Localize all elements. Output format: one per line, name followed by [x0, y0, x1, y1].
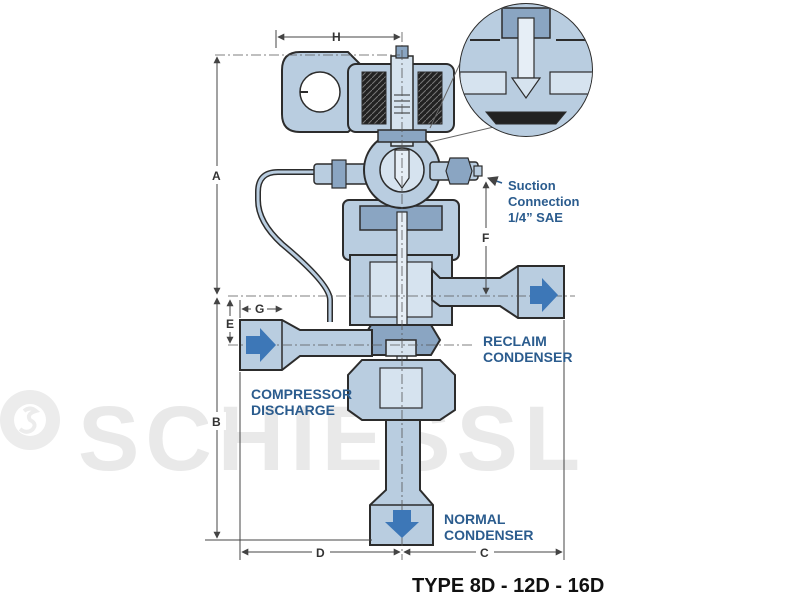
- dim-g-label: G: [255, 302, 264, 316]
- dim-d-label: D: [316, 546, 325, 560]
- reclaim-outlet-pipe: [431, 265, 565, 319]
- watermark-text: SCHIESSL: [78, 388, 586, 490]
- svg-text:RECLAIM: RECLAIM: [483, 333, 547, 349]
- svg-text:1/4” SAE: 1/4” SAE: [508, 210, 563, 225]
- dim-b-label: B: [212, 415, 221, 429]
- svg-text:CONDENSER: CONDENSER: [444, 527, 533, 543]
- normal-condenser-pipe: [369, 419, 434, 546]
- dim-e-label: E: [226, 317, 234, 331]
- flow-arrow-compressor-icon: [246, 328, 276, 362]
- suction-connection-label: Suction Connection 1/4” SAE: [508, 178, 580, 225]
- dim-f-label: F: [482, 231, 489, 245]
- svg-text:Suction: Suction: [508, 178, 556, 193]
- dimension-labels: H A B E G F D C: [208, 30, 494, 560]
- watermark: SCHIESSL: [0, 388, 586, 490]
- suction-leader-arrow: [487, 176, 503, 187]
- flow-arrow-normal-icon: [385, 510, 419, 538]
- svg-text:NORMAL: NORMAL: [444, 511, 506, 527]
- dim-c-label: C: [480, 546, 489, 560]
- svg-text:DISCHARGE: DISCHARGE: [251, 402, 335, 418]
- watermark-logo-icon: [0, 390, 60, 450]
- dim-h-label: H: [332, 30, 341, 44]
- normal-condenser-label: NORMAL CONDENSER: [444, 511, 533, 543]
- compressor-discharge-label: COMPRESSOR DISCHARGE: [251, 386, 352, 418]
- svg-text:COMPRESSOR: COMPRESSOR: [251, 386, 352, 402]
- svg-text:CONDENSER: CONDENSER: [483, 349, 572, 365]
- figure-title: TYPE 8D - 12D - 16D: [412, 575, 604, 597]
- dim-a-label: A: [212, 169, 221, 183]
- reclaim-condenser-label: RECLAIM CONDENSER: [483, 333, 572, 365]
- valve-body: [342, 199, 460, 421]
- flow-arrow-reclaim-icon: [530, 278, 558, 312]
- detail-magnifier: [429, 3, 593, 143]
- solenoid-coil: [281, 45, 455, 147]
- capillary-tube: [255, 169, 333, 322]
- svg-text:Connection: Connection: [508, 194, 580, 209]
